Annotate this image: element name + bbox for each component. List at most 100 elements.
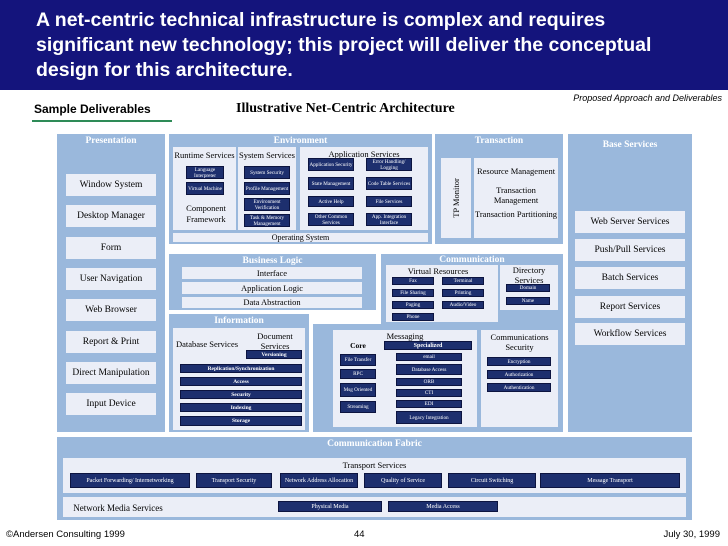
database-services-label: Database Services bbox=[175, 339, 239, 349]
diagram-subtitle: Illustrative Net-Centric Architecture bbox=[236, 101, 455, 116]
deliverables-underline bbox=[32, 120, 172, 122]
page-number: 44 bbox=[354, 529, 365, 540]
presentation-item: Web Browser bbox=[66, 299, 156, 321]
presentation-item: Input Device bbox=[66, 393, 156, 415]
app-integration-interface-box: App. Integration Interface bbox=[366, 213, 412, 226]
communications-security-label: Communications Security bbox=[490, 332, 549, 352]
information-bar: Indexing bbox=[180, 403, 302, 412]
business-logic-item: Application Logic bbox=[182, 282, 362, 294]
language-interpreter-box: Language Interpreter bbox=[186, 166, 224, 179]
database-access-box: Database Access bbox=[396, 364, 462, 375]
state-management-box: State Management bbox=[308, 177, 354, 190]
messaging-label: Messaging bbox=[386, 331, 424, 341]
transaction-partitioning-label: Transaction Partitioning bbox=[474, 209, 558, 219]
business-logic-item: Data Abstraction bbox=[182, 297, 362, 308]
transaction-management-label: Transaction Management bbox=[493, 185, 539, 205]
fax-box: Fax bbox=[392, 277, 434, 285]
communication-title: Communication bbox=[439, 255, 505, 265]
title-banner bbox=[0, 0, 728, 90]
base-service-item: Workflow Services bbox=[575, 323, 685, 345]
presentation-item: User Navigation bbox=[66, 268, 156, 290]
presentation-item: Form bbox=[66, 237, 156, 259]
information-bar: Security bbox=[180, 390, 302, 399]
application-services-label: Application Services bbox=[328, 149, 400, 159]
communication-fabric-title: Communication Fabric bbox=[327, 439, 422, 449]
profile-management-box: Profile Management bbox=[244, 182, 290, 195]
media-access-box: Media Access bbox=[388, 501, 498, 512]
virtual-machine-box: Virtual Machine bbox=[186, 182, 224, 195]
base-services-title: Base Services bbox=[602, 140, 658, 150]
document-services-label: Document Services bbox=[257, 331, 293, 351]
network-media-services-label: Network Media Services bbox=[73, 503, 163, 513]
orb-box: ORB bbox=[396, 378, 462, 386]
information-bar: Replication/Synchronization bbox=[180, 364, 302, 373]
operating-system-box: Operating System bbox=[173, 233, 428, 242]
legacy-integration-box: Legacy Integration bbox=[396, 411, 462, 424]
presentation-item: Desktop Manager bbox=[66, 205, 156, 227]
domain-box: Domain bbox=[506, 284, 550, 292]
streaming-box: Streaming bbox=[340, 401, 376, 413]
versioning-box: Versioning bbox=[246, 350, 302, 359]
transport-item: Message Transport bbox=[540, 473, 680, 488]
tp-monitor-box bbox=[441, 158, 471, 238]
phone-box: Phone bbox=[392, 313, 434, 321]
runtime-services-label: Runtime Services bbox=[174, 150, 235, 160]
copyright-text: ©Andersen Consulting 1999 bbox=[6, 529, 125, 540]
transaction-services-box bbox=[474, 158, 558, 238]
transport-services-label: Transport Services bbox=[342, 460, 407, 470]
file-transfer-box: File Transfer bbox=[340, 354, 376, 366]
task-memory-management-box: Task & Memory Management bbox=[244, 214, 290, 227]
edi-box: EDI bbox=[396, 400, 462, 408]
name-box: Name bbox=[506, 297, 550, 305]
base-service-item: Report Services bbox=[575, 296, 685, 318]
information-bar: Storage bbox=[180, 416, 302, 426]
encryption-box: Encryption bbox=[487, 357, 551, 366]
transport-item: Network Address Allocation bbox=[280, 473, 358, 488]
rpc-box: RPC bbox=[340, 369, 376, 379]
presentation-item: Direct Manipulation bbox=[66, 362, 156, 384]
presentation-item: Report & Print bbox=[66, 331, 156, 353]
component-framework-box: Component Framework bbox=[178, 200, 234, 227]
error-handling-box: Error Handling/ Logging bbox=[366, 158, 412, 171]
specialized-header: Specialized bbox=[384, 341, 472, 350]
environment-title: Environment bbox=[273, 136, 328, 146]
transport-item: Transport Security bbox=[196, 473, 272, 488]
information-bar: Access bbox=[180, 377, 302, 386]
core-label: Core bbox=[350, 341, 366, 350]
base-service-item: Push/Pull Services bbox=[575, 239, 685, 261]
base-service-item: Batch Services bbox=[575, 267, 685, 289]
printing-box: Printing bbox=[442, 289, 484, 297]
transport-item: Packet Forwarding/ Internetworking bbox=[70, 473, 190, 488]
presentation-item: Window System bbox=[66, 174, 156, 196]
authorization-box: Authorization bbox=[487, 370, 551, 379]
terminal-box: Terminal bbox=[442, 277, 484, 285]
directory-services-label: Directory Services bbox=[512, 265, 546, 285]
transport-item: Quality of Service bbox=[364, 473, 442, 488]
paging-box: Paging bbox=[392, 301, 434, 309]
slide-date: July 30, 1999 bbox=[663, 529, 720, 540]
file-services-box: File Services bbox=[366, 196, 412, 207]
file-sharing-box: File Sharing bbox=[392, 289, 434, 297]
physical-media-box: Physical Media bbox=[278, 501, 382, 512]
virtual-resources-label: Virtual Resources bbox=[407, 266, 469, 276]
base-service-item: Web Server Services bbox=[575, 211, 685, 233]
environment-verification-box: Environment Verification bbox=[244, 198, 290, 211]
resource-management-label: Resource Management bbox=[476, 166, 556, 176]
tp-monitor-label: TP Monitor bbox=[451, 178, 461, 218]
email-box: email bbox=[396, 353, 462, 361]
transaction-title: Transaction bbox=[474, 136, 524, 146]
business-logic-item: Interface bbox=[182, 267, 362, 279]
active-help-box: Active Help bbox=[308, 196, 354, 207]
deliverables-label: Sample Deliverables bbox=[34, 102, 151, 116]
code-table-services-box: Code Table Services bbox=[366, 177, 412, 190]
audio-video-box: Audio/Video bbox=[442, 301, 484, 309]
section-tagline: Proposed Approach and Deliverables bbox=[573, 93, 722, 103]
system-security-box: System Security bbox=[244, 166, 290, 179]
application-security-box: Application Security bbox=[308, 158, 354, 171]
authentication-box: Authentication bbox=[487, 383, 551, 392]
information-title: Information bbox=[214, 316, 264, 326]
business-logic-title: Business Logic bbox=[242, 256, 303, 266]
other-common-services-box: Other Common Services bbox=[308, 213, 354, 226]
msg-oriented-box: Msg Oriented bbox=[340, 383, 376, 397]
cti-box: CTI bbox=[396, 389, 462, 397]
